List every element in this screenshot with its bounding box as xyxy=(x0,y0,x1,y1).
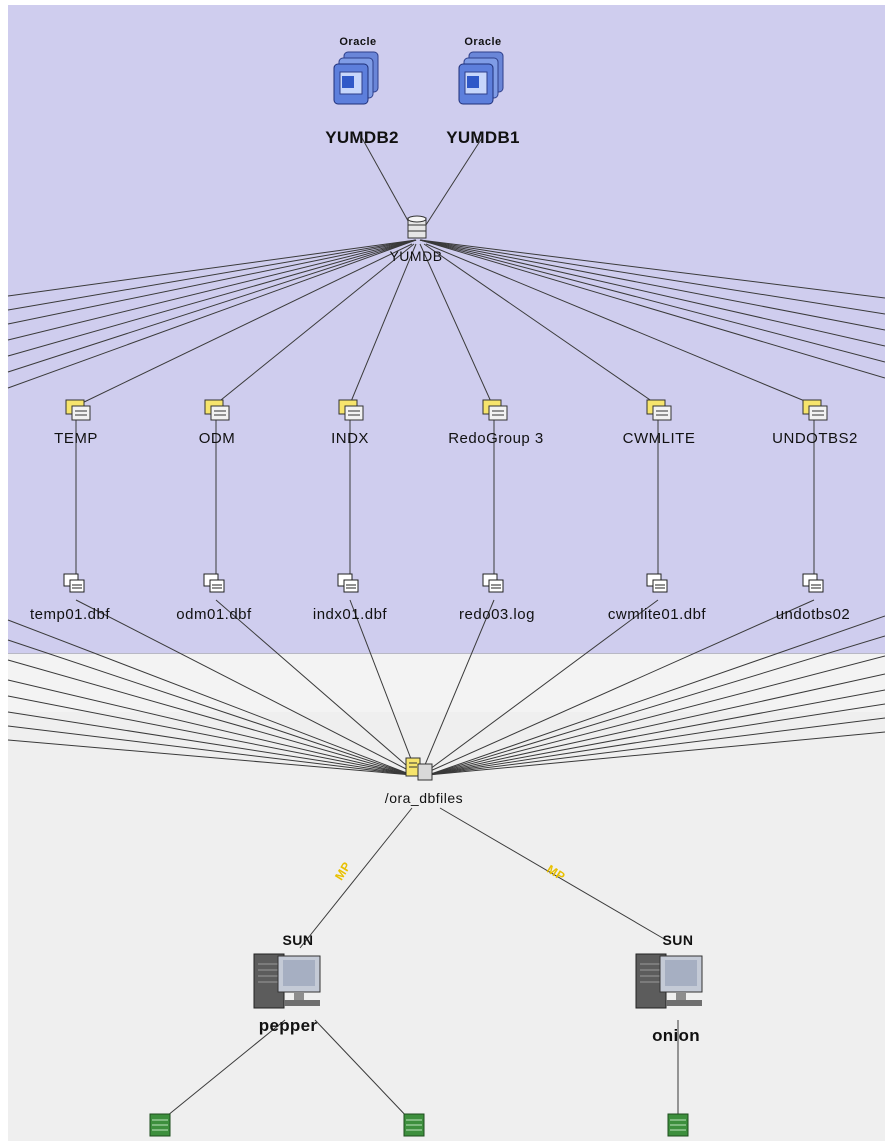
tablespace-icon xyxy=(802,399,828,421)
tablespace-icon xyxy=(204,399,230,421)
link-fs-pepper xyxy=(299,807,413,949)
database-name: YUMDB1 xyxy=(446,128,520,147)
datafile-icon xyxy=(63,573,85,593)
datafile-name: temp01.dbf xyxy=(29,606,111,623)
datafile-name: indx01.dbf xyxy=(312,606,388,623)
database-name: YUMDB2 xyxy=(325,128,399,147)
datafile-name: cwmlite01.dbf xyxy=(607,606,707,623)
datafile-icon xyxy=(337,573,359,593)
host-vendor-label: SUN xyxy=(282,932,314,948)
storage-array-icon[interactable] xyxy=(666,1112,692,1138)
tablespace-name: INDX xyxy=(331,430,369,447)
tablespace-icon xyxy=(482,399,508,421)
database-cylinder-icon xyxy=(407,215,427,239)
host-layer xyxy=(8,712,885,1141)
link-hub-temp xyxy=(79,243,413,405)
tablespace-name: RedoGroup 3 xyxy=(448,430,544,447)
tablespace-name: UNDOTBS2 xyxy=(772,430,858,447)
datafile-icon xyxy=(482,573,504,593)
storage-array-icon[interactable] xyxy=(148,1112,174,1138)
tablespace-icon xyxy=(338,399,364,421)
tablespace-name: TEMP xyxy=(54,430,98,447)
vendor-label: Oracle xyxy=(464,36,502,48)
link-hub-odm xyxy=(215,243,415,405)
vendor-label: Oracle xyxy=(339,36,377,48)
link-yumdb2-hub xyxy=(361,137,413,229)
hub-name: YUMDB xyxy=(389,248,443,264)
server-computer-icon xyxy=(635,953,703,1009)
host-vendor-label: SUN xyxy=(662,932,694,948)
datafile-name: odm01.dbf xyxy=(176,606,252,623)
tablespace-icon xyxy=(646,399,672,421)
filesystem-icon xyxy=(405,757,433,781)
separator-layer xyxy=(8,653,885,713)
oracle-database-icon xyxy=(333,51,379,105)
host-name: pepper xyxy=(258,1016,318,1035)
link-hub-undotbs xyxy=(425,243,813,405)
link-yumdb1-hub xyxy=(423,137,483,229)
database-layer xyxy=(8,5,885,653)
tablespace-name: CWMLITE xyxy=(622,430,696,447)
oracle-database-icon xyxy=(458,51,504,105)
datafile-name: redo03.log xyxy=(459,606,535,623)
link-hub-indx xyxy=(349,243,417,405)
datafile-icon xyxy=(646,573,668,593)
link-fs-onion xyxy=(439,807,667,941)
tablespace-icon xyxy=(65,399,91,421)
filesystem-name: /ora_dbfiles xyxy=(384,790,464,806)
datafile-icon xyxy=(802,573,824,593)
storage-array-icon[interactable] xyxy=(402,1112,428,1138)
link-hub-cwmlite xyxy=(423,243,657,405)
link-hub-redo xyxy=(419,243,493,405)
datafile-name: undotbs02 xyxy=(775,606,851,623)
server-computer-icon xyxy=(253,953,321,1009)
datafile-icon xyxy=(203,573,225,593)
host-name: onion xyxy=(652,1026,700,1045)
tablespace-name: ODM xyxy=(198,430,236,447)
